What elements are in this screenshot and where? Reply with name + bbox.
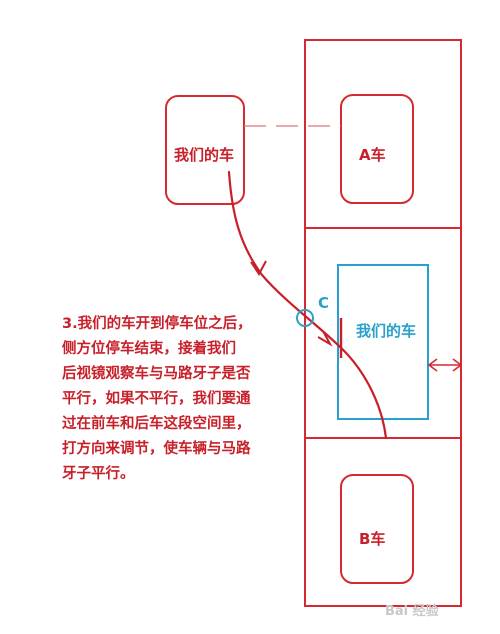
our-car-start-shape — [165, 95, 245, 205]
point-c-label: C — [318, 294, 330, 312]
our-car-parked-label: 我们的车 — [356, 322, 417, 340]
car-a-label: A车 — [359, 146, 386, 164]
curb-gap-arrow-head-right — [452, 358, 463, 372]
curb-gap-arrow-head-left — [427, 358, 438, 372]
trajectory-curve — [227, 170, 388, 440]
our-car-start-label: 我们的车 — [174, 146, 235, 164]
instruction-line: 3.我们的车开到停车位之后， — [62, 316, 252, 332]
point-c-circle — [296, 309, 314, 327]
car-a-shape — [340, 94, 414, 204]
watermark: Bai 经验 — [385, 604, 439, 619]
instruction-line: 过在前车和后车这段空间里， — [62, 416, 251, 432]
trajectory-arrow-head — [250, 260, 267, 276]
instruction-text: 3.我们的车开到停车位之后， 侧方位停车结束，接着我们 后视镜观察车与马路牙子是… — [62, 312, 302, 487]
our-car-parked-shape — [337, 264, 429, 420]
instruction-line: 平行，如果不平行，我们要通 — [62, 391, 251, 407]
trajectory-arrow-head-2 — [317, 330, 333, 347]
instruction-line: 打方向来调节，使车辆与马路 — [62, 441, 251, 457]
instruction-line: 侧方位停车结束，接着我们 — [62, 341, 236, 357]
instruction-line: 后视镜观察车与马路牙子是否 — [62, 366, 251, 382]
instruction-line: 牙子平行。 — [62, 466, 135, 482]
car-b-shape — [340, 474, 414, 584]
parking-lane-frame — [304, 39, 462, 607]
car-b-label: B车 — [359, 530, 386, 548]
